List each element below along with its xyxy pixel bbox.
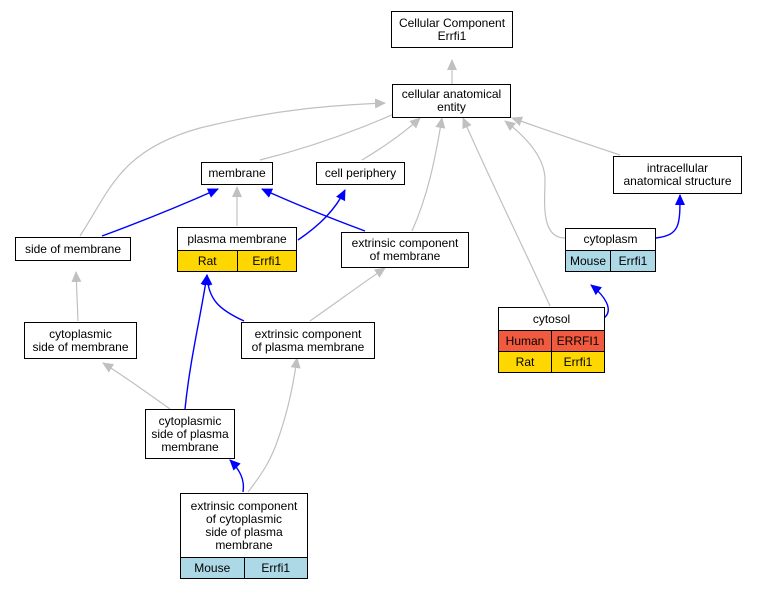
- gene-cell: Errfi1: [236, 251, 296, 271]
- node-label-line: cytoplasmic: [49, 326, 112, 341]
- edge-cytoplasm-to-intracellular: [655, 194, 685, 239]
- node-label-line: cytoplasmic: [158, 413, 222, 428]
- species-cell-mouse: Mouse: [181, 558, 244, 578]
- edge-extrinsic-membrane-to-cae: [411, 117, 446, 232]
- node-label-line: side of plasma: [205, 524, 283, 539]
- node-label-line: of plasma membrane: [251, 339, 365, 354]
- node-cell-periphery[interactable]: cell periphery: [316, 162, 405, 185]
- node-label-line: membrane: [161, 439, 219, 454]
- node-label-line: extrinsic component: [254, 326, 362, 341]
- species-row: Rat Errfi1: [499, 351, 604, 372]
- node-label-line: cytosol: [532, 311, 571, 326]
- node-label-line: cytoplasm: [583, 232, 638, 246]
- edge-cytoplasmic-side-pm-to-cytoplasmic-side: [102, 362, 171, 410]
- gene-cell: Errfi1: [551, 352, 604, 372]
- edge-cell-periphery-to-cae: [361, 117, 421, 161]
- gene-cell: Errfi1: [243, 558, 307, 578]
- species-row: Mouse Errfi1: [181, 557, 307, 578]
- edge-extrinsic-plasma-to-extrinsic: [309, 267, 386, 322]
- edge-cytoplasmic-side-pm-to-plasma-membrane: [184, 274, 211, 410]
- node-label-line: cell periphery: [324, 166, 397, 180]
- node-label-line: membrane: [215, 537, 273, 552]
- edge-extrinsic-membrane-to-membrane: [261, 188, 366, 232]
- edge-intracellular-to-cae: [511, 116, 621, 156]
- species-row: Mouse Errfi1: [566, 250, 655, 271]
- node-label-line: intracellular: [646, 161, 709, 175]
- edge-side-of-membrane-to-cae: [79, 98, 386, 237]
- node-label-line: extrinsic component: [351, 236, 459, 250]
- node-label-line: entity: [437, 100, 466, 114]
- node-label-line: of membrane: [369, 249, 441, 263]
- species-cell-human: Human: [499, 331, 551, 351]
- node-label-line: cellular anatomical: [401, 87, 502, 101]
- edge-cytoplasm-to-cae: [504, 120, 566, 239]
- node-label-line: Cellular Component: [398, 15, 506, 30]
- node-label-line: of cytoplasmic: [205, 511, 283, 526]
- edge-extrinsic-plasma-to-plasma-membrane: [202, 274, 245, 322]
- species-row: Human ERRFI1: [499, 330, 604, 351]
- node-plasma-membrane[interactable]: plasma membrane Rat Errfi1: [177, 227, 297, 272]
- edge-cytoplasmic-side-to-side: [71, 271, 82, 322]
- edge-cytosol-to-cae: [462, 117, 551, 307]
- node-side-of-membrane[interactable]: side of membrane: [15, 237, 131, 261]
- node-label-line: membrane: [208, 166, 266, 180]
- edge-extrinsic-cyto-to-cytoplasmic-side-pm: [229, 459, 245, 493]
- species-cell-rat: Rat: [178, 251, 237, 271]
- edge-cytosol-to-cytoplasm: [590, 284, 609, 319]
- node-label-line: plasma membrane: [187, 231, 287, 246]
- edge-membrane-to-cae: [259, 108, 406, 161]
- node-cytoplasm[interactable]: cytoplasm Mouse Errfi1: [565, 228, 656, 272]
- species-cell-mouse: Mouse: [566, 251, 610, 271]
- node-membrane[interactable]: membrane: [201, 162, 273, 185]
- node-cytosol[interactable]: cytosol Human ERRFI1 Rat Errfi1: [498, 307, 605, 373]
- node-label-line: side of membrane: [32, 339, 129, 354]
- species-row: Rat Errfi1: [178, 250, 296, 271]
- node-label-line: anatomical structure: [623, 174, 732, 188]
- species-cell-rat: Rat: [499, 352, 551, 372]
- gene-cell: Errfi1: [610, 251, 655, 271]
- node-label-line: Errfi1: [437, 28, 467, 43]
- node-label-line: side of plasma: [151, 426, 229, 441]
- edge-extrinsic-cyto-to-extrinsic-plasma: [247, 357, 301, 493]
- edge-plasma-membrane-to-cell-periphery: [297, 189, 346, 241]
- gene-cell: ERRFI1: [551, 331, 604, 351]
- node-label-line: extrinsic component: [190, 498, 298, 513]
- edge-side-of-membrane-to-membrane: [101, 188, 219, 237]
- node-label-line: side of membrane: [24, 241, 122, 256]
